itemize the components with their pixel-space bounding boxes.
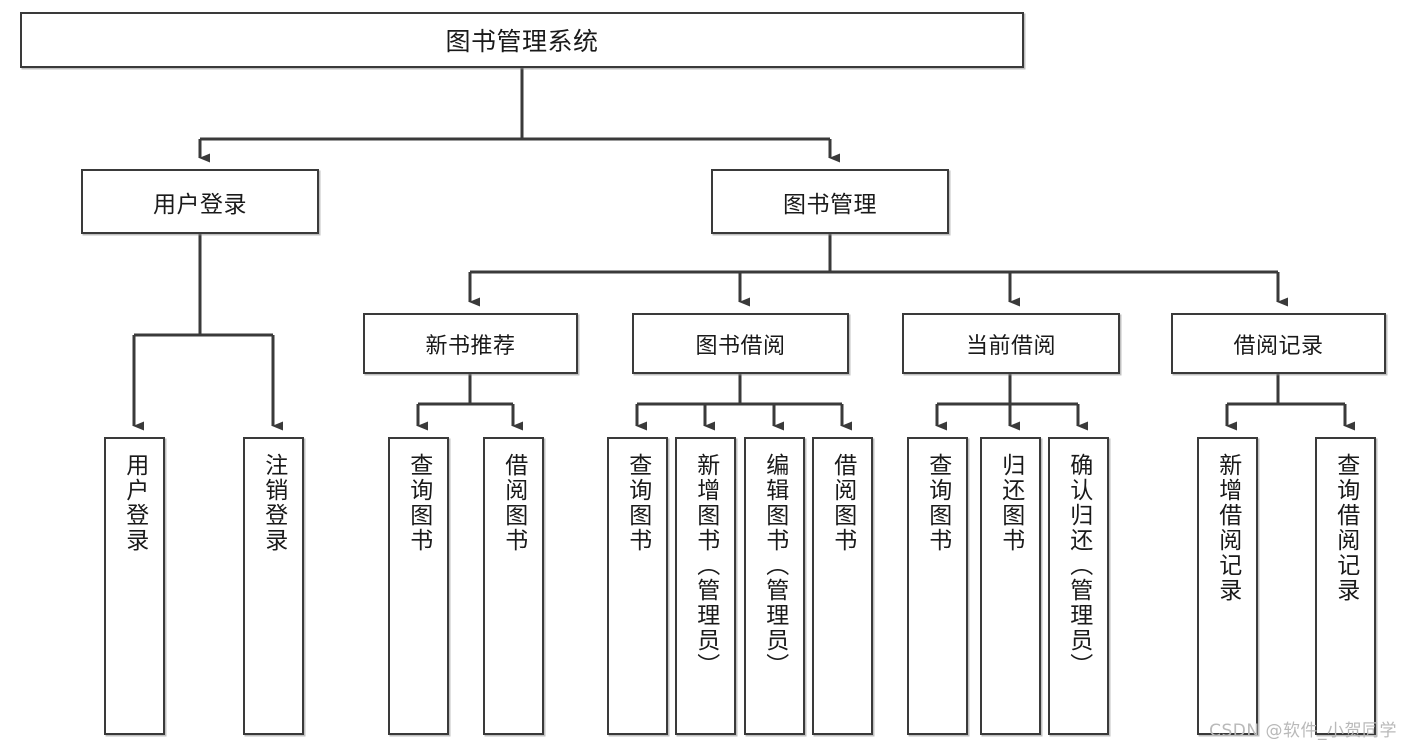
leaf-node[interactable]: 查询借阅记录 (1315, 437, 1376, 735)
node-book-borrow-label: 图书借阅 (695, 333, 786, 359)
leaf-node-label: 新增借阅记录 (1214, 453, 1241, 603)
leaf-node-label: 归还图书 (997, 453, 1024, 553)
node-new-book-recommend-label: 新书推荐 (425, 333, 516, 359)
node-user-login-label: 用户登录 (153, 191, 247, 218)
leaf-node[interactable]: 归还图书 (980, 437, 1041, 735)
leaf-node[interactable]: 查询图书 (388, 437, 449, 735)
csdn-watermark: CSDN @软件_小贺同学 (1209, 721, 1397, 741)
leaf-node-label: 注销登录 (260, 453, 287, 553)
leaf-node[interactable]: 新增借阅记录 (1197, 437, 1258, 735)
leaf-node-label: 编辑图书（管理员） (761, 453, 788, 678)
leaf-node-label: 确认归还（管理员） (1065, 453, 1092, 678)
leaf-node[interactable]: 确认归还（管理员） (1048, 437, 1109, 735)
node-borrow-record-label: 借阅记录 (1233, 333, 1324, 359)
leaf-node-label: 借阅图书 (829, 453, 856, 553)
leaf-node[interactable]: 注销登录 (243, 437, 304, 735)
node-new-book-recommend[interactable]: 新书推荐 (363, 313, 578, 374)
leaf-node-label: 用户登录 (121, 453, 148, 553)
node-book-borrow[interactable]: 图书借阅 (632, 313, 849, 374)
leaf-node[interactable]: 查询图书 (907, 437, 968, 735)
leaf-node[interactable]: 借阅图书 (812, 437, 873, 735)
node-current-borrow[interactable]: 当前借阅 (902, 313, 1120, 374)
leaf-node-label: 查询图书 (924, 453, 951, 553)
node-current-borrow-label: 当前借阅 (965, 333, 1056, 359)
node-borrow-record[interactable]: 借阅记录 (1171, 313, 1386, 374)
leaf-node[interactable]: 借阅图书 (483, 437, 544, 735)
node-book-management[interactable]: 图书管理 (711, 169, 949, 234)
node-book-management-label: 图书管理 (783, 191, 877, 218)
leaf-node[interactable]: 新增图书（管理员） (675, 437, 736, 735)
leaf-node-label: 查询图书 (624, 453, 651, 553)
leaf-node-label: 查询借阅记录 (1332, 453, 1359, 603)
node-root-label: 图书管理系统 (445, 27, 599, 56)
node-user-login[interactable]: 用户登录 (81, 169, 319, 234)
leaf-node[interactable]: 编辑图书（管理员） (744, 437, 805, 735)
node-root[interactable]: 图书管理系统 (20, 12, 1024, 68)
leaf-node-label: 新增图书（管理员） (692, 453, 719, 678)
leaf-node-label: 借阅图书 (500, 453, 527, 553)
leaf-node[interactable]: 查询图书 (607, 437, 668, 735)
leaf-node-label: 查询图书 (405, 453, 432, 553)
leaf-node[interactable]: 用户登录 (104, 437, 165, 735)
